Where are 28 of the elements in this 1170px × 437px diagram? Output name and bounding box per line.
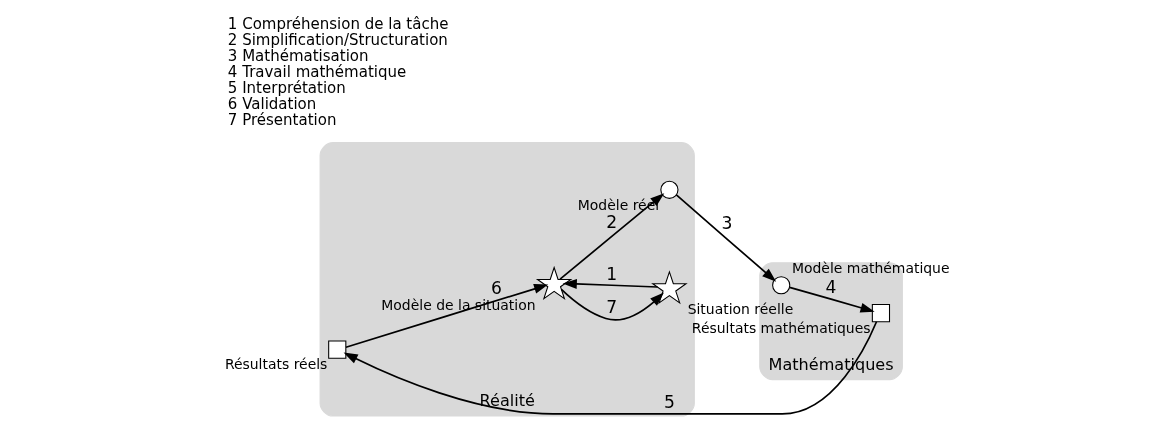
- arrow: [675, 194, 776, 282]
- node-circle: [771, 276, 790, 295]
- node-label: Modèle mathématique: [791, 259, 950, 276]
- edge-label: 7: [605, 296, 617, 317]
- node-box: [871, 304, 890, 323]
- node-star: [535, 265, 572, 301]
- arrow: [562, 278, 658, 289]
- edge-label: 2: [605, 212, 617, 233]
- label: 5 Interprétation: [227, 78, 346, 97]
- node-label: Modèle de la situation: [380, 296, 536, 313]
- label: 7 Présentation: [227, 111, 336, 130]
- edge-label: 4: [825, 276, 837, 297]
- arrow: [344, 284, 548, 349]
- edge-label: 6: [490, 277, 502, 298]
- node-label: Résultats mathématiques: [691, 319, 871, 336]
- label: 1 Compréhension de la tâche: [227, 14, 448, 33]
- edge-label: 1: [605, 263, 617, 284]
- arrow: [343, 320, 877, 415]
- edge-label: 5: [663, 392, 675, 413]
- node-box: [327, 340, 346, 359]
- edge-label: 3: [721, 213, 732, 234]
- label: 4 Travail mathématique: [227, 62, 406, 81]
- node-circle: [659, 180, 679, 199]
- node-label: Résultats réels: [224, 356, 327, 373]
- node-label: Situation réelle: [687, 301, 793, 318]
- arrow: [560, 288, 664, 321]
- arrow: [558, 193, 664, 280]
- arrow: [788, 286, 875, 313]
